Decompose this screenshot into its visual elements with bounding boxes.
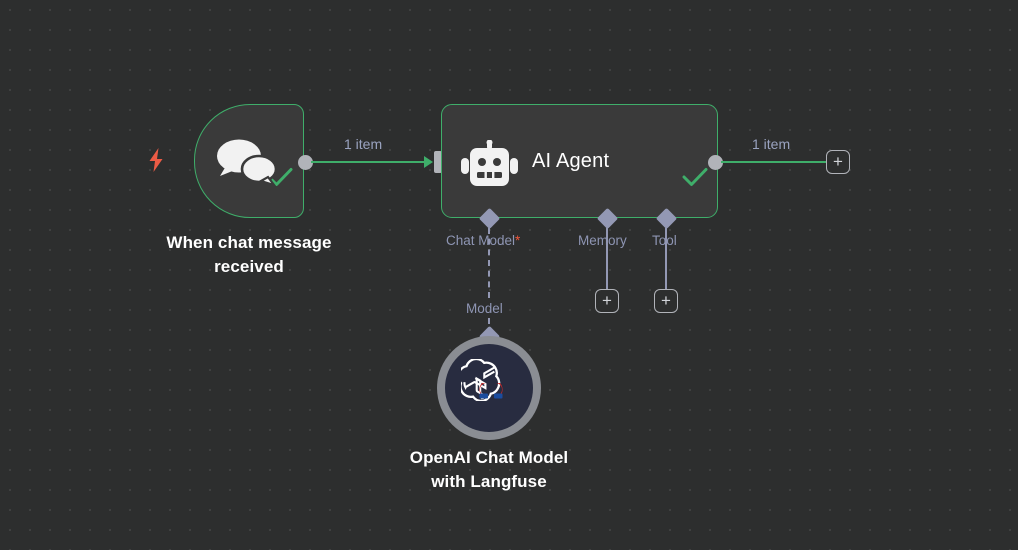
wire-agent-output: [721, 161, 826, 163]
add-node-button-output[interactable]: +: [826, 150, 850, 174]
port-label-chat-model-text: Chat Model: [446, 233, 516, 248]
status-check-icon: [267, 167, 293, 192]
lightning-bolt-icon: [147, 148, 165, 172]
wire-memory: [606, 228, 608, 290]
agent-output-connector[interactable]: [708, 155, 723, 170]
wire-label-agent-output: 1 item: [752, 136, 791, 152]
port-label-memory: Memory: [578, 233, 627, 248]
port-label-model: Model: [466, 301, 503, 316]
node-title-ai-agent: AI Agent: [532, 150, 610, 172]
node-title-openai-chat-model: OpenAI Chat Model with Langfuse: [409, 448, 569, 491]
openai-node-inner: [445, 344, 533, 432]
agent-input-connector[interactable]: [434, 151, 442, 173]
port-label-tool: Tool: [652, 233, 677, 248]
add-node-button-tool[interactable]: +: [654, 289, 678, 313]
wire-tool: [665, 228, 667, 290]
magnet-icon: [478, 377, 504, 401]
wire-arrow-icon: [424, 156, 433, 168]
port-label-chat-model: Chat Model*: [446, 233, 520, 248]
wire-trigger-to-agent: [311, 161, 427, 163]
node-title-trigger: When chat message received: [166, 233, 332, 276]
add-node-button-memory[interactable]: +: [595, 289, 619, 313]
wire-agent-to-model: [488, 228, 490, 298]
node-openai-chat-model[interactable]: [437, 336, 541, 440]
wire-label-trigger-to-agent: 1 item: [344, 136, 383, 152]
status-check-icon: [682, 167, 708, 192]
robot-icon: [461, 139, 518, 188]
trigger-output-connector[interactable]: [298, 155, 313, 170]
required-asterisk: *: [515, 233, 521, 248]
chat-bubbles-icon: [214, 136, 280, 188]
